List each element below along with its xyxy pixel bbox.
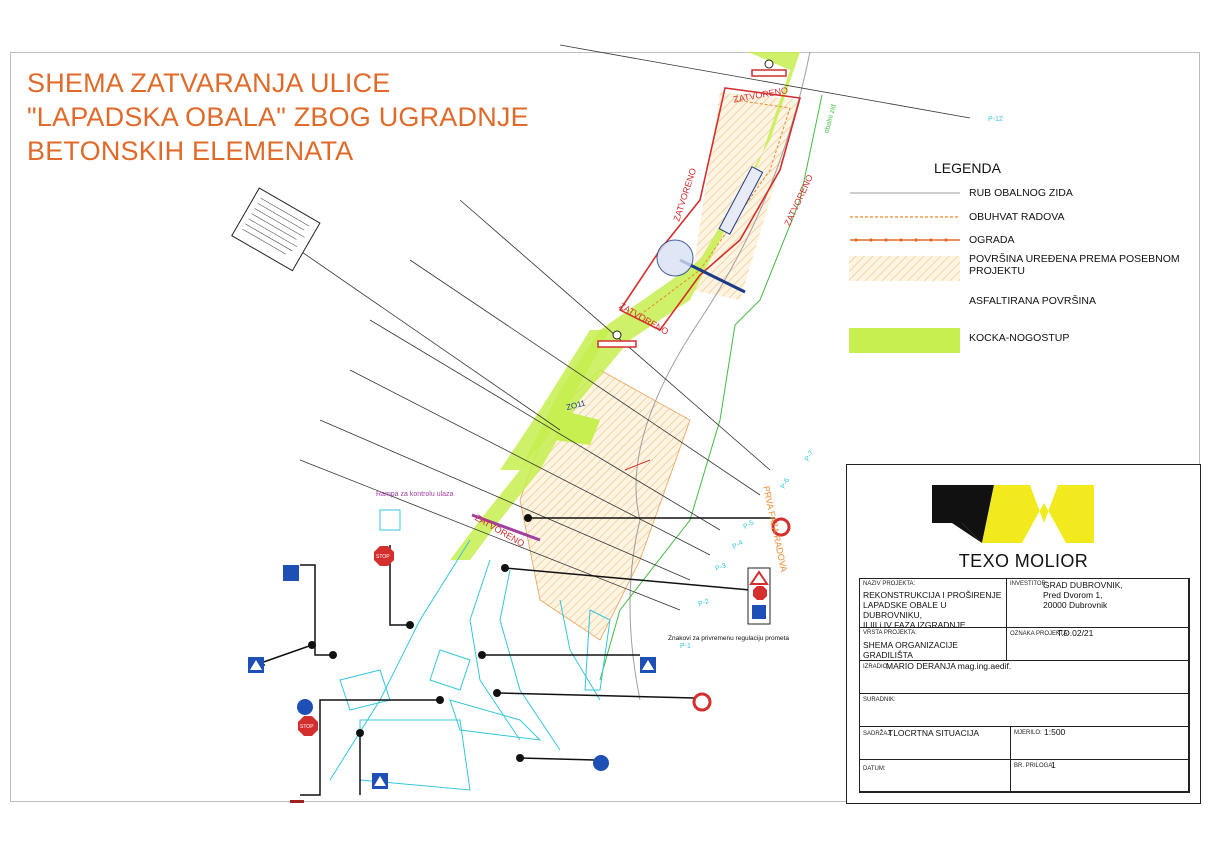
legend-hatched-symbol — [849, 256, 960, 281]
content-value: TLOCRTNA SITUACIJA — [888, 728, 979, 738]
plan-title: SHEMA ZATVARANJA ULICE "LAPADSKA OBALA" … — [27, 66, 529, 168]
legend: LEGENDA RUB OBALNOG ZIDA OBUHVAT RADOVA … — [846, 158, 1186, 358]
mandatory-direction-sign-icon — [593, 755, 609, 771]
mark-value: T.D.02/21 — [1057, 628, 1094, 638]
stop-sign-text: STOP — [376, 554, 390, 560]
pedestrian-crossing-sign-icon — [248, 657, 264, 673]
profile-label: P-1 — [680, 643, 691, 650]
attachment-label: BR. PRILOGA: — [1014, 763, 1055, 769]
associate-cell: SURADNIK: — [859, 693, 1190, 727]
profile-label: P-3 — [714, 562, 727, 572]
date-cell: DATUM: — [859, 759, 1011, 793]
company-name: TEXO MOLIOR — [958, 551, 1089, 571]
ramp-label: Rampa za kontrolu ulaza — [376, 491, 454, 498]
no-entry-sign-icon — [771, 517, 791, 537]
road-barrier-icon — [751, 59, 787, 77]
legend-item-label: KOCKA-NOGOSTUP — [969, 332, 1070, 344]
legend-title: LEGENDA — [934, 160, 1001, 176]
scale-cell: MJERILO: 1:500 — [1010, 726, 1190, 760]
closure-orange-outline — [639, 99, 791, 316]
project-cell: NAZIV PROJEKTA: REKONSTRUKCIJA I PROŠIRE… — [859, 578, 1007, 630]
legend-item-label: RUB OBALNOG ZIDA — [969, 187, 1073, 199]
project-label: NAZIV PROJEKTA: — [863, 581, 916, 587]
profile-label: P-2 — [697, 598, 710, 608]
kocka-strip-left — [500, 330, 610, 470]
closed-label-right: ZATVORENO — [782, 173, 814, 227]
title-block-grid: NAZIV PROJEKTA: REKONSTRUKCIJA I PROŠIRE… — [859, 578, 1190, 793]
kocka-patch — [555, 410, 600, 445]
sign-anchor-dots — [308, 514, 532, 762]
drawing-sheet-border — [10, 52, 1200, 802]
plan-title-line: SHEMA ZATVARANJA ULICE — [27, 68, 391, 98]
sign-leaders — [254, 517, 775, 796]
legend-green-symbol — [849, 328, 960, 353]
author-label: IZRADIO: — [863, 664, 890, 670]
investor-value: GRAD DUBROVNIK, Pred Dvorom 1, 20000 Dub… — [1043, 580, 1123, 610]
stop-sign-text: STOP — [300, 724, 314, 730]
road-barrier-icon — [597, 330, 637, 348]
attachment-cell: BR. PRILOGA: 1 — [1010, 759, 1190, 793]
no-entry-sign-icon — [692, 692, 712, 712]
attachment-value: 1 — [1051, 760, 1056, 770]
pedestrian-crossing-sign-icon — [372, 773, 388, 789]
pedestrian-crossing-sign-icon — [640, 657, 656, 673]
temporary-sign-panel-icon — [747, 567, 771, 625]
profile-lines — [269, 44, 971, 611]
stop-sign-icon — [374, 546, 394, 566]
investor-label: INVESTITOR: — [1010, 581, 1048, 587]
wall-label: obalni zid — [823, 104, 837, 134]
legend-item-label: OBUHVAT RADOVA — [969, 211, 1065, 223]
company-logo — [932, 485, 1094, 543]
ramp-barrier — [471, 513, 541, 542]
type-label: VRSTA PROJEKTA: — [863, 630, 917, 636]
closed-label-left: ZATVORENO — [672, 167, 699, 223]
investor-cell: INVESTITOR: GRAD DUBROVNIK, Pred Dvorom … — [1006, 578, 1190, 628]
red-marker — [290, 800, 304, 803]
author-value: MARIO DERANJA mag.ing.aedif. — [886, 661, 1012, 671]
type-value: SHEMA ORGANIZACIJE GRADILIŠTA — [863, 640, 958, 660]
plan-title-line: BETONSKIH ELEMENATA — [27, 136, 354, 166]
legend-item-label: OGRADA — [969, 234, 1015, 246]
scale-label: MJERILO: — [1014, 730, 1042, 736]
green-boundary-2 — [734, 94, 823, 326]
survey-coordinate-table — [231, 187, 321, 272]
plan-title-line: "LAPADSKA OBALA" ZBOG UGRADNJE — [27, 102, 529, 132]
date-label: DATUM: — [863, 766, 886, 772]
profile-label: P-4 — [731, 539, 744, 551]
mark-label: OZNAKA PROJEKTA: — [1010, 631, 1069, 637]
closure-zone — [618, 87, 802, 332]
title-block: TEXO MOLIOR NAZIV PROJEKTA: REKONSTRUKCI… — [846, 464, 1201, 804]
profile-label: P-12 — [988, 116, 1003, 123]
associate-label: SURADNIK: — [863, 697, 896, 703]
one-way-sign-icon — [283, 565, 299, 581]
scale-value: 1:500 — [1044, 727, 1066, 737]
signs-note: Znakovi za privremenu regulaciju prometa — [668, 635, 789, 642]
mark-cell: OZNAKA PROJEKTA: T.D.02/21 — [1006, 627, 1190, 661]
green-boundary — [599, 324, 736, 681]
content-cell: SADRŽAJ: TLOCRTNA SITUACIJA — [859, 726, 1011, 760]
project-value: REKONSTRUKCIJA I PROŠIRENJE LAPADSKE OBA… — [863, 590, 1002, 630]
profile-label: P-6 — [780, 477, 792, 490]
author-cell: IZRADIO: MARIO DERANJA mag.ing.aedif. — [859, 660, 1190, 694]
coastline-wall — [629, 51, 811, 701]
legend-item-label: POVRŠINA UREĐENA PREMA POSEBNOM PROJEKTU — [969, 253, 1180, 277]
red-mark — [624, 459, 651, 471]
content-label: SADRŽAJ: — [863, 731, 893, 737]
profile-label: P-7 — [804, 450, 816, 463]
profile-label: P-5 — [742, 519, 755, 531]
type-cell: VRSTA PROJEKTA: SHEMA ORGANIZACIJE GRADI… — [859, 627, 1007, 661]
crane-machine — [656, 166, 764, 294]
mandatory-direction-sign-icon — [297, 699, 313, 715]
stop-sign-icon — [298, 716, 318, 736]
legend-item-label: ASFALTIRANA POVRŠINA — [969, 295, 1097, 307]
legend-symbols — [849, 192, 960, 353]
